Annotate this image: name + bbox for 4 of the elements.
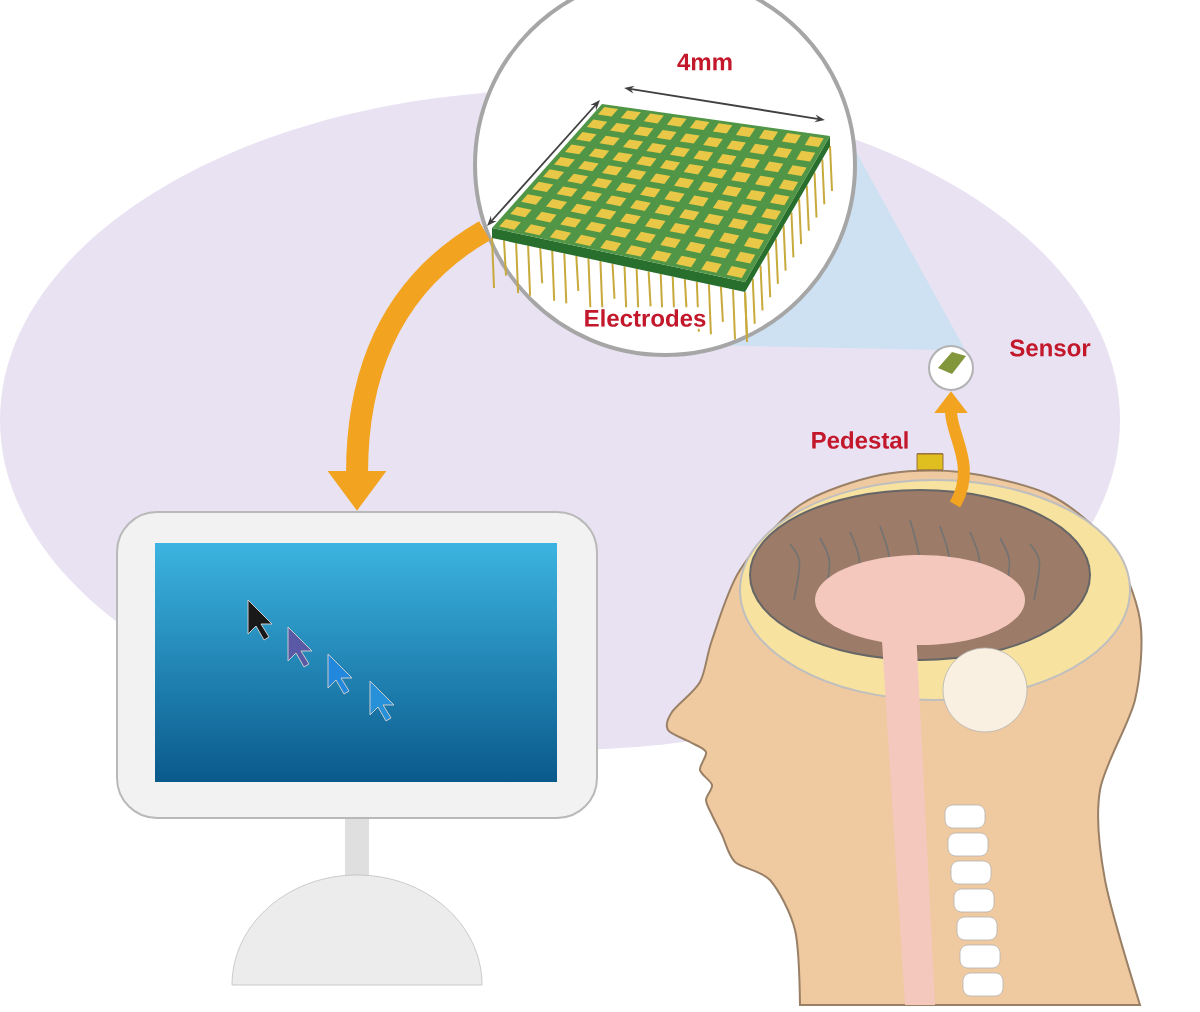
computer-drawing bbox=[116, 511, 598, 986]
part-label: Pedestal bbox=[812, 431, 908, 449]
part-label: Sensor bbox=[1010, 339, 1091, 357]
head-drawing bbox=[665, 469, 1143, 1006]
